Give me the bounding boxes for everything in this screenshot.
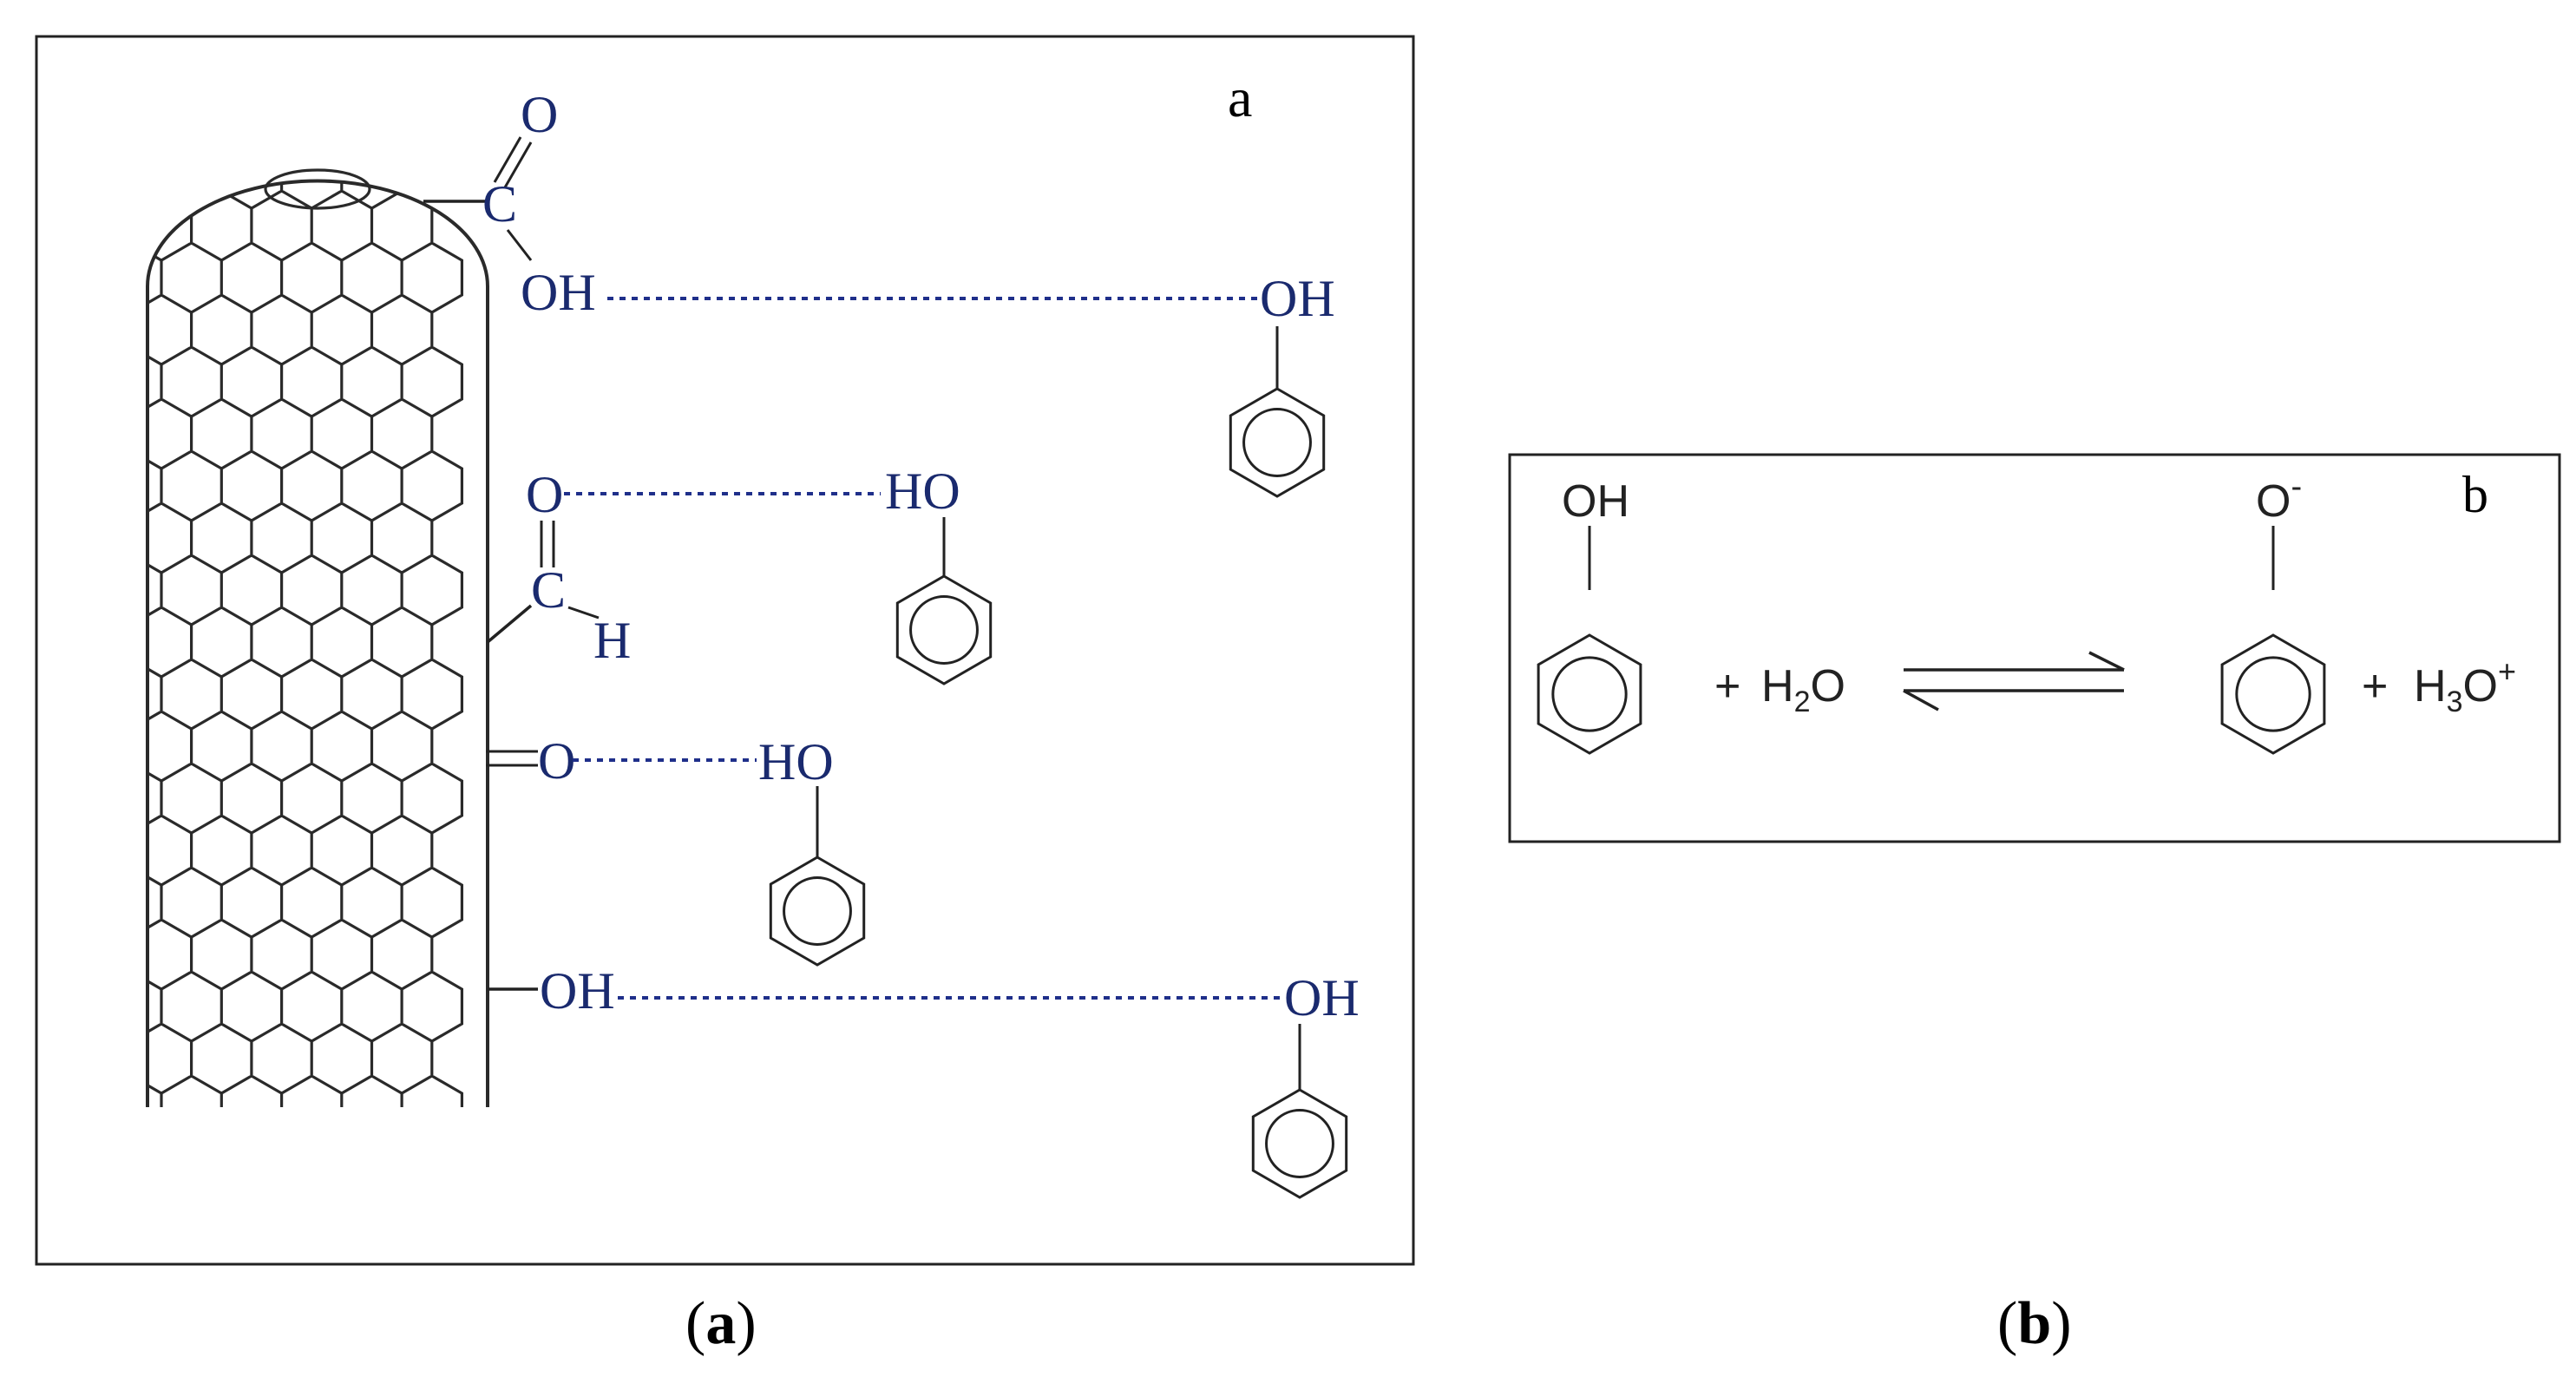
panel-b-frame <box>1508 453 2561 843</box>
hexagon-cells <box>147 180 463 1108</box>
carbon-nanotube <box>146 168 489 1108</box>
panel-a: a O C OH O C H O <box>35 35 1415 1266</box>
hydronium-charge: + <box>2498 653 2516 689</box>
plus-sign-2: + <box>2362 661 2388 711</box>
phenol-2-ring <box>895 574 993 685</box>
ring-aromatic-circle <box>909 595 979 665</box>
nanotube-outline <box>146 179 489 1107</box>
phenol-3-ring <box>769 856 866 967</box>
caption-a-letter: a <box>705 1290 736 1357</box>
caption-a-close: ) <box>736 1290 756 1357</box>
phenol-reactant-ring <box>1537 633 1642 755</box>
aldehyde-group: O C H <box>486 466 631 669</box>
phenol-reactant: OH <box>1537 476 1642 755</box>
forward-arrow-head <box>2088 651 2125 672</box>
ring-hexagon <box>895 574 993 685</box>
carboxyl-o: O <box>521 86 558 143</box>
phenol-1-ring <box>1229 387 1326 498</box>
water-o: O <box>1810 661 1845 711</box>
nanotube-cap-ring <box>264 168 371 210</box>
water-term: + H2O <box>1714 661 1845 718</box>
water-h: H <box>1761 661 1794 711</box>
phenol-2-label: HO <box>885 462 960 520</box>
phenol-reactant-label: OH <box>1562 476 1629 527</box>
phenol-1-label: OH <box>1260 270 1335 327</box>
phenol-3-label: HO <box>758 733 834 790</box>
panel-b-letter: b <box>2462 466 2488 523</box>
aldehyde-c: C <box>531 561 566 619</box>
aldehyde-bond <box>486 604 533 644</box>
aldehyde-h: H <box>593 612 631 669</box>
phenoxide-o: O <box>2256 476 2291 527</box>
aldehyde-o: O <box>526 466 563 523</box>
carboxyl-double-bond-2 <box>503 141 533 188</box>
hydronium-term: + H3O+ <box>2362 653 2516 718</box>
phenol-4-label: OH <box>1284 969 1360 1026</box>
caption-b-letter: b <box>2017 1290 2051 1357</box>
ketone-o: O <box>538 732 575 790</box>
ketone-group: O <box>486 732 575 790</box>
hydroxyl-group: OH <box>488 962 615 1020</box>
hydronium-o: O <box>2462 661 2497 711</box>
phenoxide-charge: - <box>2291 469 2302 505</box>
phenol-3: HO <box>758 733 866 967</box>
caption-b: (b) <box>1997 1290 2072 1357</box>
ring-aromatic-circle <box>1242 408 1312 477</box>
carboxyl-group: O C OH <box>423 86 596 321</box>
phenol-4: OH <box>1251 969 1360 1199</box>
caption-a: (a) <box>685 1290 757 1357</box>
caption-b-open: ( <box>1997 1290 2017 1357</box>
ring-aromatic-circle <box>1551 656 1628 732</box>
hydroxyl-oh: OH <box>540 962 615 1020</box>
carboxyl-double-bond <box>493 136 522 183</box>
aldehyde-h-bond <box>567 606 600 620</box>
hydronium-formula: H3O+ <box>2414 653 2516 718</box>
hydronium-h: H <box>2414 661 2447 711</box>
panel-a-letter: a <box>1228 67 1252 128</box>
panel-a-frame <box>35 35 1415 1266</box>
hydrogen-bonds <box>564 297 1284 1000</box>
phenol-1: OH <box>1229 270 1335 498</box>
ring-aromatic-circle <box>2235 656 2311 732</box>
reverse-arrow-head <box>1903 689 1939 711</box>
water-formula: H2O <box>1761 661 1845 718</box>
ring-aromatic-circle <box>1265 1109 1334 1178</box>
ring-hexagon <box>1229 387 1326 498</box>
phenoxide-ring <box>2220 633 2326 755</box>
hydronium-sub: 3 <box>2447 685 2463 718</box>
water-sub: 2 <box>1794 685 1811 718</box>
phenol-2: HO <box>885 462 993 685</box>
ring-hexagon <box>1251 1088 1348 1199</box>
ring-hexagon <box>1537 633 1642 755</box>
caption-b-close: ) <box>2051 1290 2071 1357</box>
nanotube-lattice <box>147 180 463 1108</box>
ring-hexagon <box>2220 633 2326 755</box>
phenol-4-ring <box>1251 1088 1348 1199</box>
plus-sign-1: + <box>1714 661 1740 711</box>
panel-b: b OH + H2O O- + H3O+ <box>1508 453 2561 843</box>
caption-a-open: ( <box>685 1290 705 1357</box>
carboxyl-single-bond <box>506 229 533 261</box>
phenoxide-formula: O- <box>2256 469 2302 527</box>
equilibrium-arrow <box>1903 651 2125 711</box>
ring-aromatic-circle <box>783 876 852 946</box>
phenoxide-product: O- <box>2220 469 2326 755</box>
carboxyl-oh: OH <box>521 264 596 321</box>
carboxyl-c: C <box>482 175 517 233</box>
ring-hexagon <box>769 856 866 967</box>
